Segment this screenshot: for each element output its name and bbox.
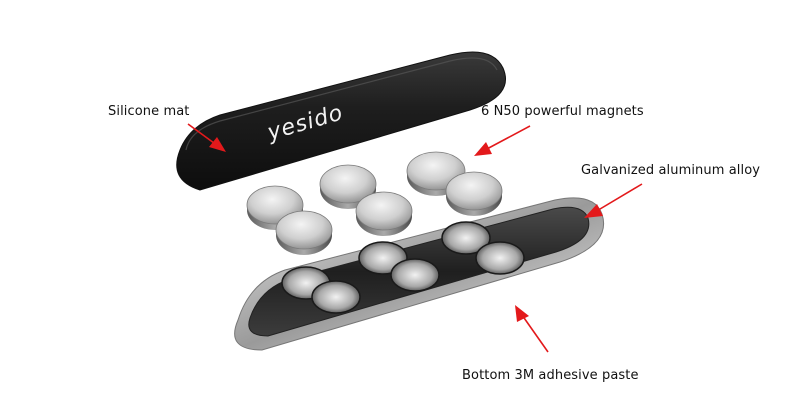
magnets bbox=[246, 151, 503, 255]
label-magnets: 6 N50 powerful magnets bbox=[481, 104, 644, 119]
red-arrow-icon bbox=[187, 123, 226, 152]
red-arrow-icon bbox=[515, 305, 549, 353]
magnet-disc bbox=[445, 171, 503, 216]
red-arrow-icon bbox=[584, 183, 643, 218]
red-arrow-icon bbox=[474, 125, 531, 156]
silicone-mat: yesido bbox=[176, 51, 507, 191]
aluminum-base bbox=[234, 197, 604, 351]
label-silicone-mat: Silicone mat bbox=[108, 104, 190, 119]
magnet-holes bbox=[281, 221, 525, 314]
magnet-disc bbox=[275, 210, 333, 255]
label-aluminum-alloy: Galvanized aluminum alloy bbox=[581, 163, 761, 178]
label-adhesive-paste: Bottom 3M adhesive paste bbox=[462, 368, 639, 383]
magnet-disc bbox=[355, 191, 413, 236]
